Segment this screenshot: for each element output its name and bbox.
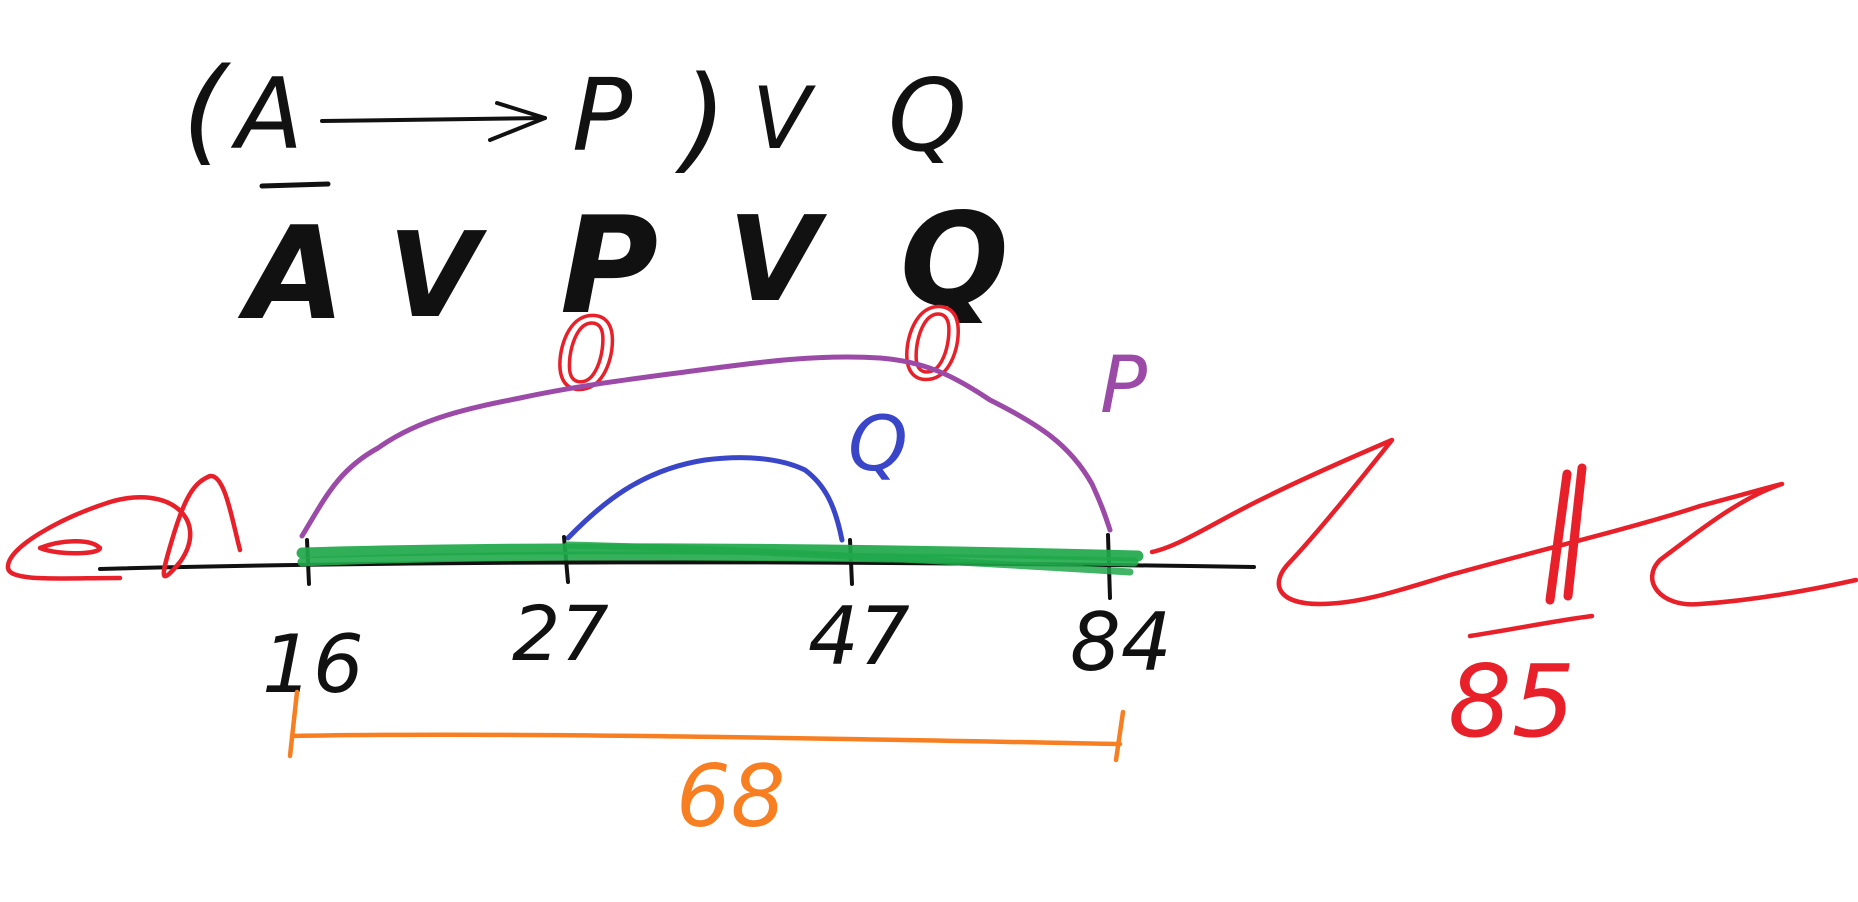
truth-value-marks: 0 0 [553, 287, 965, 414]
formula-a-1: A [230, 58, 303, 172]
implication-arrow-icon [320, 101, 547, 142]
outside-value-label: 85 [1448, 643, 1575, 760]
tick-label-84: 84 [1070, 596, 1172, 689]
negation-bar [259, 181, 331, 189]
tick-label-27: 27 [512, 589, 609, 678]
interval-length-label: 68 [676, 747, 785, 847]
formula-p-1: P [572, 57, 633, 174]
outside-value-scribble: 85 [1149, 437, 1858, 760]
formula-p-2: P [560, 188, 658, 344]
formula-q-1: Q [888, 57, 967, 174]
p-interval-arc: P [299, 341, 1147, 539]
length-bracket: 68 [287, 689, 1126, 847]
formula-or-1: V [752, 69, 816, 169]
tick-label-16: 16 [262, 618, 364, 711]
formula-a-negated: A [237, 200, 345, 349]
formula-q-2: Q [900, 186, 1009, 335]
tick-labels: 16 27 47 84 [262, 589, 1172, 711]
q-interval-arc: Q [565, 399, 908, 543]
formula-or-2b: V [728, 190, 828, 328]
zero-mark-under-p: 0 [555, 298, 617, 412]
formula-open-paren: ( [182, 44, 232, 178]
formula-line-2: A V P V Q [237, 181, 1009, 349]
formula-close-paren: ) [674, 52, 727, 186]
left-end-scribble [5, 473, 243, 581]
p-interval-label: P [1100, 341, 1147, 431]
formula-line-1: ( A P ) V Q [182, 44, 967, 186]
tick-label-47: 47 [808, 590, 910, 683]
zero-mark-under-q: 0 [902, 289, 963, 401]
formula-or-2a: V [388, 206, 488, 344]
q-interval-label: Q [848, 399, 908, 488]
highlighted-interval [296, 541, 1144, 576]
tick-84 [1106, 533, 1112, 600]
